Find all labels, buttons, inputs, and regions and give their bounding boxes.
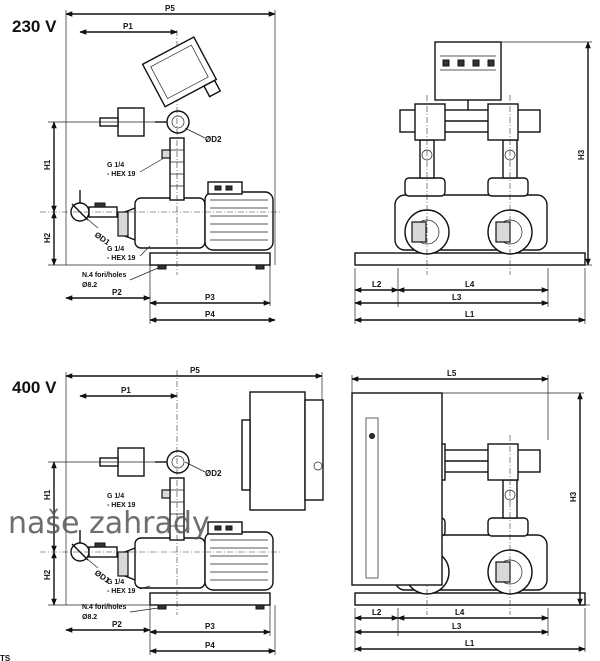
dim-p4: P4	[205, 310, 215, 319]
note-holes: N.4 fori/holes	[82, 604, 126, 611]
controller-box	[141, 36, 222, 108]
note-hex-lower: - HEX 19	[107, 588, 136, 595]
dim-p3: P3	[205, 622, 215, 631]
dim-l1: L1	[465, 639, 475, 648]
note-hex-upper: - HEX 19	[107, 502, 136, 509]
voltage-label: 230 V	[12, 17, 57, 36]
dim-p2: P2	[112, 620, 122, 629]
dim-d1: ØD1	[93, 230, 112, 247]
dim-h1: H1	[43, 489, 52, 500]
note-g-lower: G 1/4	[107, 579, 124, 586]
note-g-lower: G 1/4	[107, 246, 124, 253]
dim-l4: L4	[455, 608, 465, 617]
dim-l2: L2	[372, 608, 382, 617]
dim-p2: P2	[112, 288, 122, 297]
note-bolt: Ø8.2	[82, 282, 97, 289]
pump-front-view	[354, 94, 586, 276]
note-bolt: Ø8.2	[82, 614, 97, 621]
controller-front	[434, 41, 502, 110]
dim-h1: H1	[43, 159, 52, 170]
variant-230v: 230 V P5 P1 ØD2 H1 H2 ØD1 G 1/4 - HEX 19	[12, 4, 592, 324]
dim-d2: ØD2	[205, 469, 222, 478]
note-hex-lower: - HEX 19	[107, 255, 136, 262]
dim-p1: P1	[123, 22, 133, 31]
dim-l4: L4	[465, 280, 475, 289]
dim-l5: L5	[447, 369, 457, 378]
dim-p4: P4	[205, 641, 215, 650]
dim-p1: P1	[121, 386, 131, 395]
pump-side-view	[39, 369, 281, 616]
control-cabinet-front	[351, 392, 443, 586]
note-g-upper: G 1/4	[107, 162, 124, 169]
dim-l1: L1	[465, 310, 475, 319]
dim-l2: L2	[372, 280, 382, 289]
note-hex-upper: - HEX 19	[107, 171, 136, 178]
dim-p5: P5	[190, 366, 200, 375]
voltage-label: 400 V	[12, 378, 57, 397]
corner-fragment: TS	[0, 654, 11, 661]
dim-h3: H3	[577, 149, 586, 160]
control-cabinet-side	[241, 391, 324, 511]
dim-l3: L3	[452, 622, 462, 631]
dim-d2: ØD2	[205, 135, 222, 144]
dim-l3: L3	[452, 293, 462, 302]
watermark-text: naše zahrady	[8, 506, 210, 541]
note-holes: N.4 fori/holes	[82, 272, 126, 279]
dim-h3: H3	[569, 491, 578, 502]
dim-h2: H2	[43, 569, 52, 580]
note-g-upper: G 1/4	[107, 493, 124, 500]
dim-h2: H2	[43, 232, 52, 243]
variant-400v: 400 V P5 P1 ØD2 H1 H2 ØD1 G 1/4 -	[12, 366, 590, 655]
dim-p5: P5	[165, 4, 175, 13]
dim-p3: P3	[205, 293, 215, 302]
